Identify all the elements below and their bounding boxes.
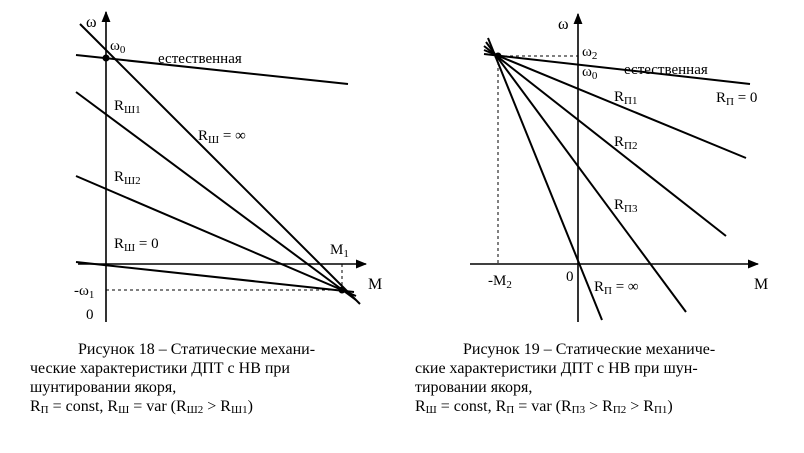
fig19-line-natural — [483, 53, 751, 85]
fig18-origin-label: 0 — [86, 307, 94, 323]
fig18-line-rsh1 — [75, 91, 357, 301]
fig19-caption-line3: тировании якоря, — [415, 379, 533, 396]
fig18-line-rsh-inf — [79, 23, 361, 305]
fig18-m1-label: M1 — [330, 242, 349, 260]
fig19-axis-y-label: ω — [558, 16, 569, 33]
fig18-point-omega0 — [102, 54, 110, 62]
fig18-point-m1 — [338, 286, 346, 294]
fig18-caption-line3: шунтировании якоря, — [30, 379, 177, 396]
fig19-rp3-label: RП3 — [614, 197, 638, 215]
figure-19-caption: Рисунок 19 – Статические механиче- ские … — [415, 340, 795, 416]
fig18-caption-line2: ческие характеристики ДПТ с НВ при — [30, 360, 290, 377]
fig19-omega0-label: ω0 — [582, 64, 598, 82]
fig19-line-rp3 — [485, 41, 687, 313]
fig19-neg-m2-label: -M2 — [488, 273, 512, 291]
fig19-caption-line4: RШ = const, RП = var (RП3 > RП2 > RП1) — [415, 398, 673, 416]
fig19-line-rp-inf — [487, 37, 603, 321]
fig18-rsh1-label: RШ1 — [114, 98, 141, 116]
fig19-line-rp1 — [483, 49, 747, 159]
fig19-line-rp2 — [483, 45, 727, 237]
fig19-natural-label: естественная — [624, 62, 708, 78]
fig18-axis-y-label: ω — [86, 14, 97, 31]
fig19-caption-line2: ские характеристики ДПТ с НВ при шун- — [415, 360, 698, 377]
fig18-rsh-zero-label: RШ = 0 — [114, 236, 159, 254]
fig18-line-natural — [75, 54, 349, 85]
fig19-axis-x-label: M — [754, 276, 768, 293]
fig19-point-omega2 — [494, 52, 502, 60]
fig18-natural-label: естественная — [158, 51, 242, 67]
figure-18: ω M ω0 -ω1 0 M1 естественная RШ1 RШ = ∞ … — [74, 10, 382, 323]
fig18-line-rsh-zero — [75, 261, 355, 293]
fig19-rp0-label: RП = 0 — [716, 90, 757, 108]
figure-19: ω M ω2 ω0 -M2 0 естественная RП = 0 RП1 … — [470, 12, 768, 322]
fig18-rsh2-label: RШ2 — [114, 169, 141, 187]
fig18-caption-line1: Рисунок 18 – Статические механи- — [78, 341, 316, 358]
fig19-caption-line1: Рисунок 19 – Статические механиче- — [463, 341, 716, 358]
fig18-axis-x-label: M — [368, 276, 382, 293]
fig18-line-rsh2 — [75, 175, 357, 297]
fig19-omega2-label: ω2 — [582, 44, 597, 62]
fig18-rsh-inf-label: RШ = ∞ — [198, 128, 246, 146]
fig19-rp1-label: RП1 — [614, 89, 637, 107]
figure-18-caption: Рисунок 18 – Статические механи- ческие … — [30, 340, 402, 416]
fig18-omega0-label: ω0 — [110, 38, 126, 56]
fig18-neg-omega1-label: -ω1 — [74, 283, 94, 301]
fig19-rp-inf-label: RП = ∞ — [594, 279, 639, 297]
fig19-rp2-label: RП2 — [614, 134, 637, 152]
fig19-origin-label: 0 — [566, 269, 574, 285]
fig18-caption-line4: RП = const, RШ = var (RШ2 > RШ1) — [30, 398, 253, 416]
